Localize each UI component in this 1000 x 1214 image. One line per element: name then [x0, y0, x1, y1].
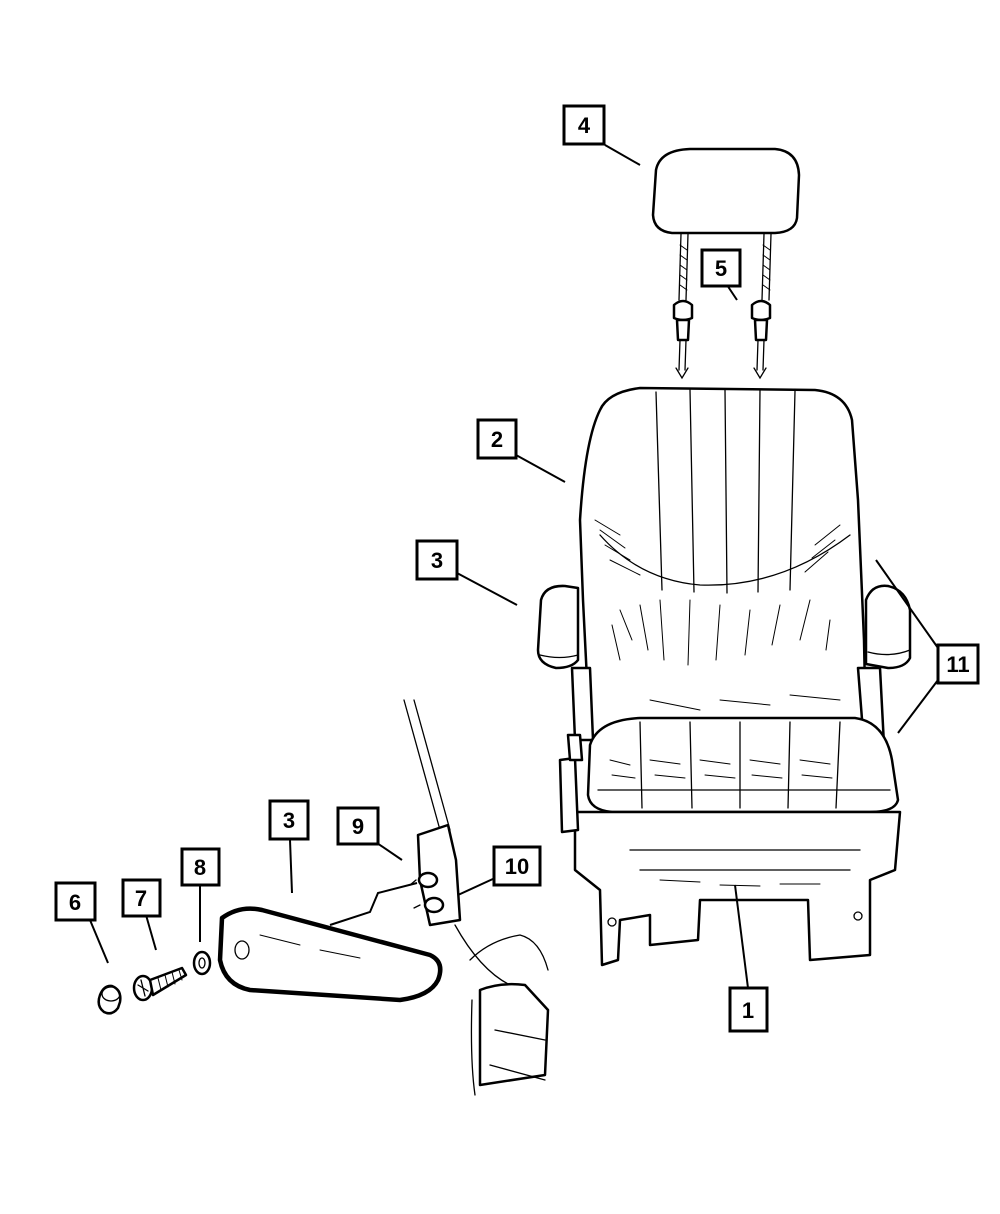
callout-6-label: 6 — [69, 890, 81, 915]
seat-riser — [558, 733, 902, 967]
washer — [192, 950, 212, 976]
callout-9: 9 — [336, 806, 380, 846]
cap — [97, 984, 122, 1015]
callout-9-label: 9 — [352, 814, 364, 839]
callout-1-label: 1 — [742, 998, 754, 1023]
seat-cushion — [586, 716, 900, 814]
headrest-guides — [672, 299, 772, 380]
callout-11-label: 11 — [946, 652, 969, 677]
armrest-exploded — [217, 906, 443, 1003]
callout-2: 2 — [476, 418, 518, 460]
callout-8: 8 — [180, 847, 221, 887]
armrest-left — [536, 584, 595, 742]
callout-1: 1 — [728, 986, 769, 1033]
armrest-bracket — [403, 699, 550, 1096]
callout-3-top-label: 3 — [431, 548, 443, 573]
callout-4: 4 — [562, 104, 606, 146]
seat-back — [578, 386, 868, 742]
screw — [132, 966, 188, 1002]
leader-lines — [89, 144, 939, 989]
callout-3-bottom-label: 3 — [283, 808, 295, 833]
callout-2-label: 2 — [491, 427, 503, 452]
callout-7: 7 — [121, 878, 162, 918]
callout-5-label: 5 — [715, 256, 727, 281]
callout-10-label: 10 — [505, 854, 529, 879]
callout-11: 11 — [936, 643, 980, 685]
callout-5: 5 — [700, 248, 742, 288]
callout-7-label: 7 — [135, 886, 147, 911]
callout-8-label: 8 — [194, 855, 206, 880]
callout-6: 6 — [54, 881, 97, 922]
callout-10: 10 — [492, 845, 542, 887]
callout-4-label: 4 — [578, 113, 591, 138]
callout-3-bottom: 3 — [268, 799, 310, 841]
callout-3-top: 3 — [415, 539, 459, 581]
headrest — [651, 147, 801, 301]
